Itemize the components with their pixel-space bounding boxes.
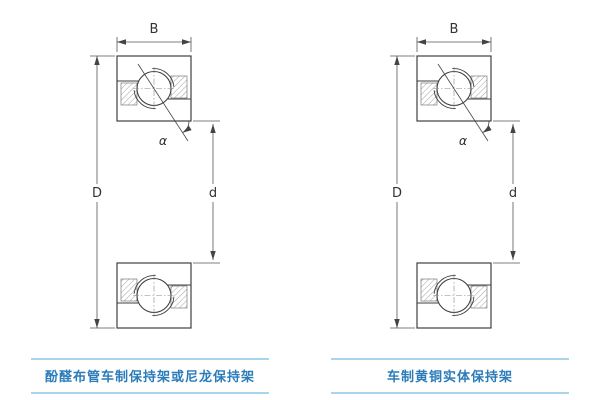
bearing-geometry (390, 37, 520, 328)
dim-label-width: B (150, 22, 159, 37)
caption-right: 车制黄铜实体保持架 (331, 358, 569, 394)
bearing-geometry (90, 37, 220, 328)
dim-label-outer-diameter: D (392, 186, 402, 201)
dim-label-contact-angle: α (159, 133, 168, 148)
figure-brass-cage: B D d α 车制黄铜实体保持架 (300, 0, 600, 400)
caption-left: 酚醛布管车制保持架或尼龙保持架 (31, 358, 269, 394)
figure-phenolic-nylon-cage: B D d α 酚醛布管车制保持架或尼龙保持架 (31, 22, 269, 394)
dim-label-outer-diameter: D (92, 186, 102, 201)
dim-label-bore-diameter: d (209, 186, 217, 201)
dim-label-width: B (450, 22, 459, 37)
dim-label-bore-diameter: d (509, 186, 517, 201)
dim-label-contact-angle: α (459, 133, 468, 148)
bearing-cross-section-diagram: B D d α (375, 22, 525, 346)
bearing-cross-section-diagram: B D d α (75, 22, 225, 346)
